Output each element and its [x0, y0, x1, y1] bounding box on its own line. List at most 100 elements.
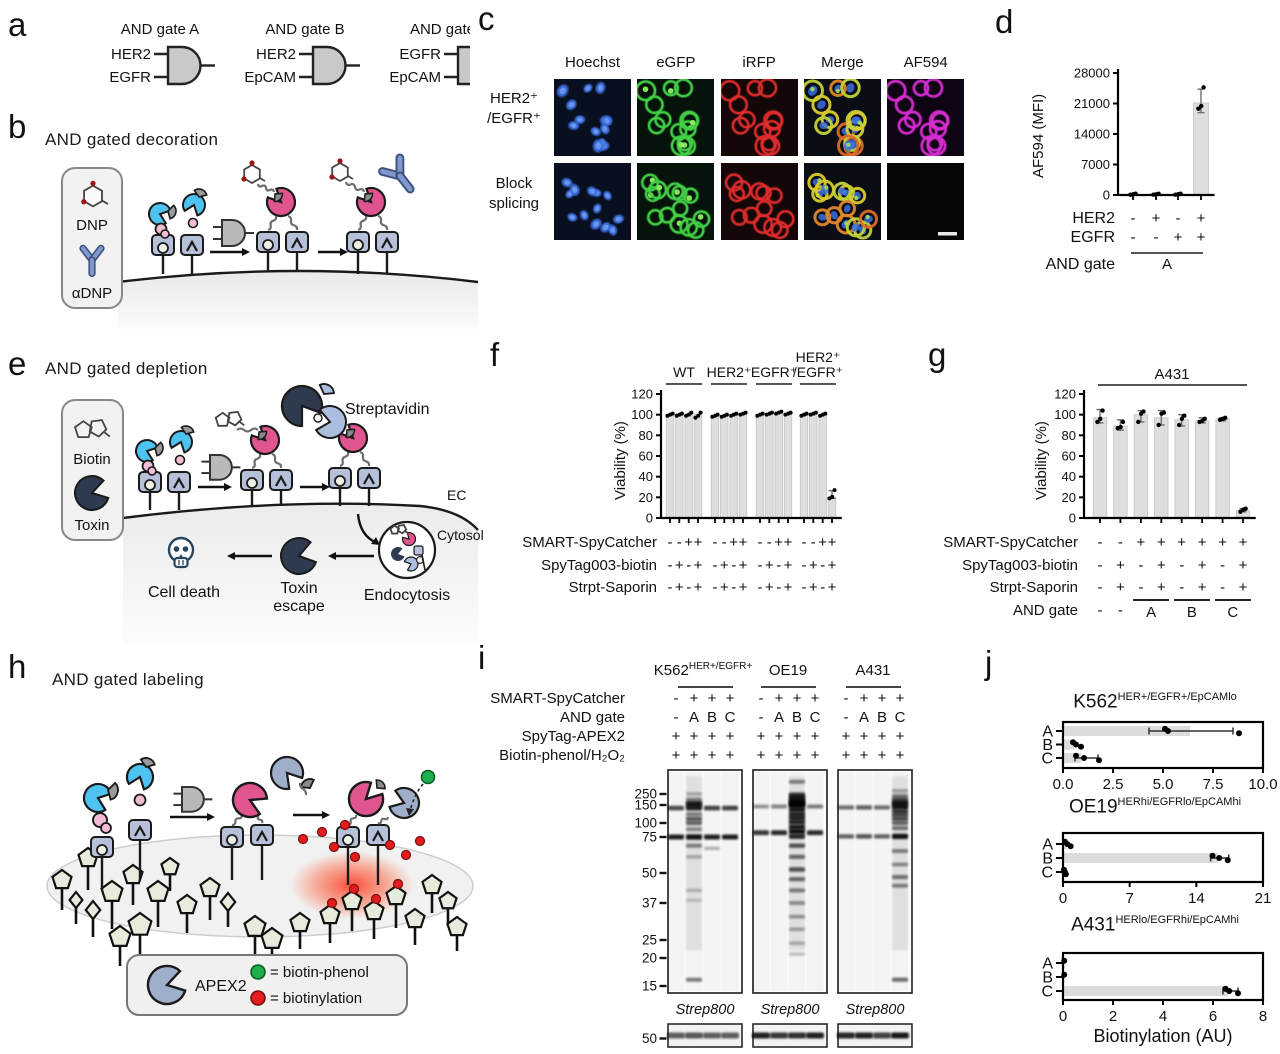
row-label-line: HER2⁺: [490, 90, 538, 107]
axis-label-j: Biotinylation (AU): [1093, 1026, 1233, 1046]
data-point: [1078, 743, 1084, 750]
condition-value: +: [725, 747, 735, 764]
y-tick-label: 80: [639, 428, 653, 443]
group-header: EGFR⁺: [750, 364, 798, 380]
receptor-chevron: [357, 467, 381, 506]
toxin-escape-icon: [280, 537, 318, 575]
protein-band: [789, 819, 805, 825]
arrow-head: [242, 248, 250, 256]
toxin-icon: [74, 475, 110, 511]
condition-value: +: [756, 747, 766, 764]
category-label: C: [1041, 751, 1053, 768]
bar: [1215, 418, 1230, 519]
protein-band: [753, 804, 769, 809]
linker-squiggle: [359, 450, 371, 467]
y-tick-label: 80: [1062, 428, 1076, 443]
condition-value: +: [818, 534, 828, 551]
cell-line-name: A431: [1071, 914, 1116, 936]
cell-line-name: A431: [855, 662, 891, 679]
gate-input-label: EpCAM: [389, 69, 441, 86]
condition-value: +: [693, 557, 703, 574]
linker-squiggle: [377, 816, 390, 825]
micrograph-irfp: [720, 79, 798, 156]
condition-value: +: [729, 534, 739, 551]
condition-value: +: [792, 690, 802, 707]
condition-value: +: [774, 728, 784, 745]
condition-value: +: [707, 747, 717, 764]
category-label: B: [1042, 737, 1053, 754]
condition-value: +: [684, 534, 694, 551]
y-tick-label: 20: [1062, 490, 1076, 505]
legend-apex2-label: APEX2: [195, 978, 247, 995]
condition-row-label: SpyTag003-biotin: [541, 557, 657, 574]
condition-value: -: [667, 557, 673, 574]
legend-biotin-label: Biotin: [73, 451, 111, 468]
condition-value: +: [1136, 534, 1146, 551]
mw-marker-label: 15: [642, 979, 657, 994]
linker-squiggle: [339, 451, 350, 468]
cell-line-sup: HERhi/EGFRlo/EpCAMhi: [1117, 796, 1242, 808]
and-gate-value: B: [1186, 604, 1197, 621]
protein-band: [686, 816, 702, 821]
data-point: [693, 415, 698, 420]
protein-band: [686, 888, 702, 892]
legend-box: [126, 954, 408, 1016]
gate-input-label: EGFR: [399, 46, 441, 63]
condition-value: +: [808, 579, 818, 596]
and-gate-body: [166, 45, 202, 86]
panel-i-letter: i: [478, 639, 486, 676]
bar: [1194, 420, 1210, 519]
protein-band: [789, 952, 805, 956]
receptor-circle: [90, 836, 114, 890]
panel-e-title: AND gated depletion: [45, 359, 208, 378]
condition-value: -: [843, 709, 849, 726]
protein-band: [686, 977, 702, 982]
tubulin-label: α-Tubulin: [763, 1052, 816, 1054]
panel-e-letter: e: [8, 345, 27, 382]
antibody-icon: [378, 153, 415, 194]
receptor-chevron: [180, 234, 204, 274]
and-gate-diagram: AND gate C EGFR EpCAM: [389, 21, 470, 86]
condition-value: +: [859, 747, 869, 764]
protein-band: [892, 816, 908, 821]
protein-band: [789, 888, 805, 893]
data-point: [1226, 988, 1233, 994]
data-point: [1236, 730, 1242, 737]
cell-line-name: OE19: [1068, 796, 1118, 818]
j-chart-title: OE19HERhi/EGFRlo/EpCAMhi: [1030, 796, 1280, 818]
data-point: [760, 411, 765, 416]
condition-value: -: [712, 534, 718, 551]
condition-value: +: [841, 747, 851, 764]
category-label: B: [1042, 851, 1053, 868]
bar: [1092, 417, 1108, 519]
category-label: A: [1042, 837, 1053, 854]
condition-row-label: SMART-SpyCatcher: [490, 690, 625, 707]
data-point: [1136, 419, 1141, 425]
data-point: [1062, 871, 1069, 878]
condition-value: -: [1097, 557, 1103, 574]
data-point: [788, 410, 793, 415]
arrow-head: [322, 483, 330, 491]
data-point: [1118, 424, 1123, 430]
condition-value: +: [877, 747, 887, 764]
x-tick-label: 0: [1059, 890, 1067, 907]
glycan-receptor: [363, 893, 385, 939]
condition-value: +: [783, 534, 793, 551]
and-gate-body: [311, 45, 347, 86]
condition-value: +: [671, 728, 681, 745]
condition-value: -: [1097, 579, 1103, 596]
toxin-escape-label: Toxin: [280, 580, 317, 597]
protein-band: [789, 877, 805, 882]
condition-value: +: [707, 690, 717, 707]
condition-value: -: [731, 557, 737, 574]
data-point: [724, 412, 729, 417]
and-gate-span-line: [1132, 599, 1170, 601]
protein-band: [686, 855, 702, 859]
and-gate-title: AND gate C: [410, 21, 470, 38]
protein-band: [838, 834, 854, 839]
protein-band: [892, 809, 908, 814]
condition-value: -: [712, 557, 718, 574]
condition-value: +: [895, 747, 905, 764]
legend-biotinylation-label: = biotinylation: [270, 990, 362, 1007]
micrograph-hoechst: [554, 163, 631, 240]
